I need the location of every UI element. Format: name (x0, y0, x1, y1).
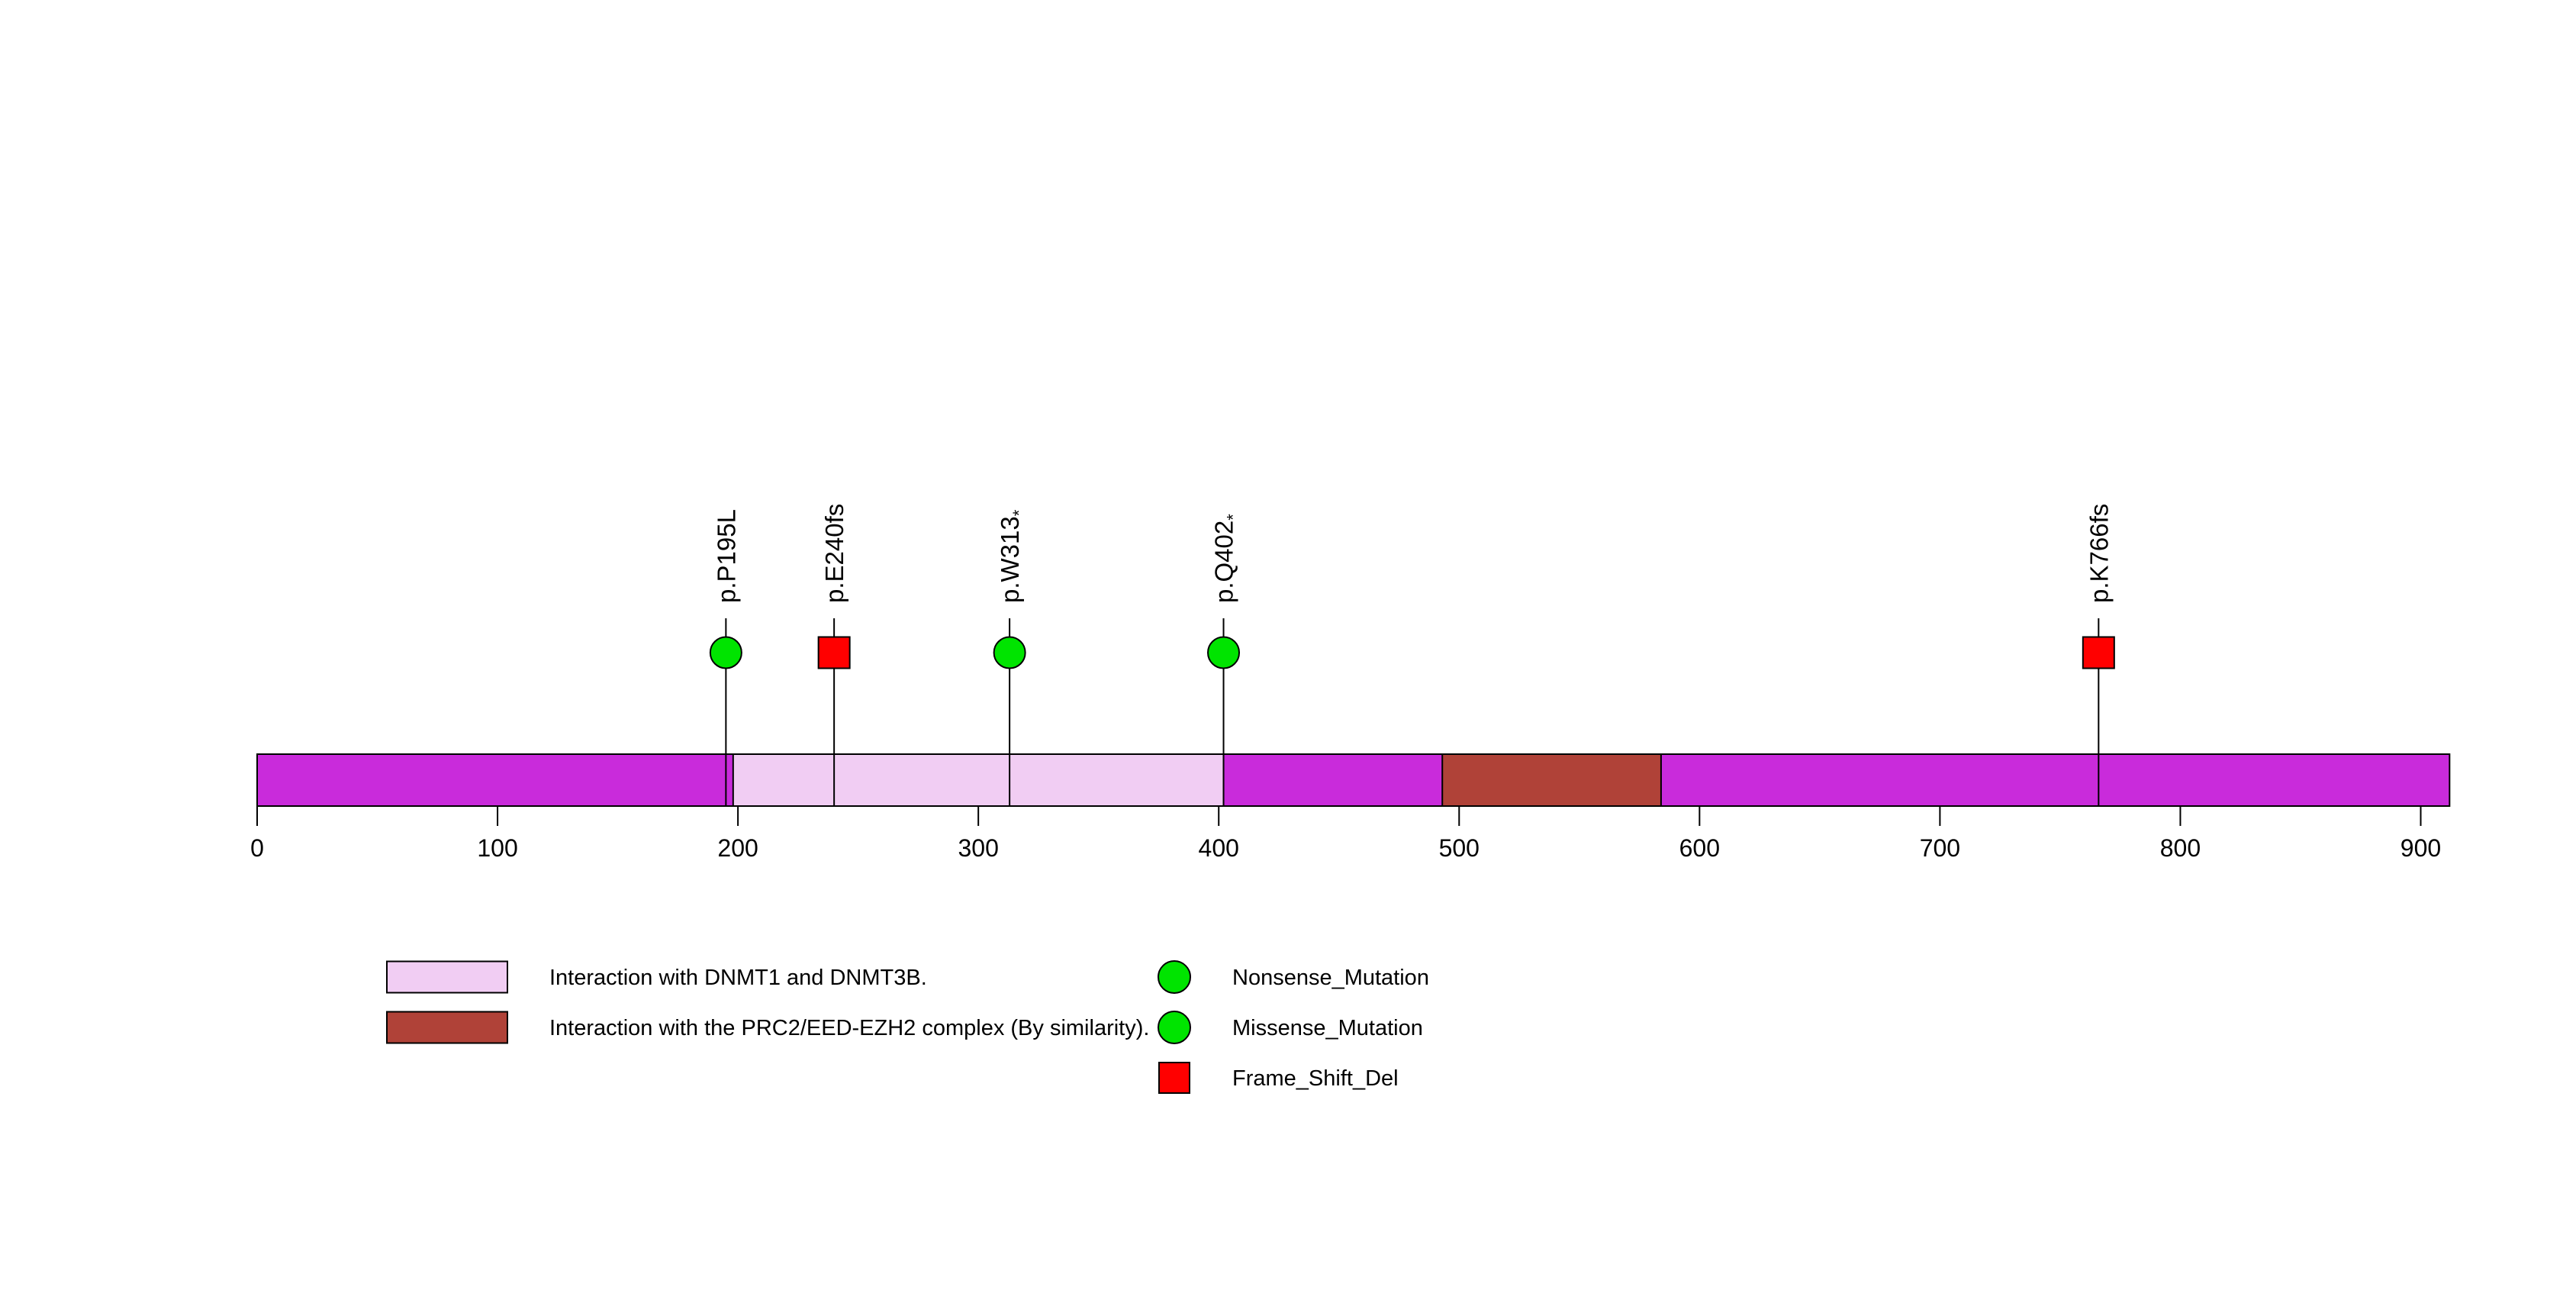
legend-mutation-label: Missense_Mutation (1232, 1016, 1423, 1040)
mutation-label: p.W313* (996, 509, 1029, 603)
legend-domain-label: Interaction with the PRC2/EED-EZH2 compl… (549, 1016, 1149, 1040)
axis-tick-label: 900 (2401, 834, 2441, 862)
legend-mutation-marker-circle (1158, 960, 1191, 994)
axis-tick-label: 0 (250, 834, 264, 862)
protein-backbone (256, 753, 2451, 807)
mutation-marker-circle (1207, 636, 1241, 669)
mutation-marker-circle (993, 636, 1026, 669)
axis-tick-label: 700 (1920, 834, 1960, 862)
mutation-marker-circle (709, 636, 742, 669)
legend-mutation-marker-square (1158, 1062, 1190, 1094)
domain-rect-1 (1441, 753, 1662, 807)
axis-tick-label: 800 (2160, 834, 2201, 862)
legend-domain-swatch (386, 960, 508, 994)
legend-domain-swatch (386, 1011, 508, 1044)
mutation-marker-square (2082, 636, 2115, 669)
mutation-marker-square (817, 636, 851, 669)
legend-domain-label: Interaction with DNMT1 and DNMT3B. (549, 966, 927, 990)
axis-tick-label: 200 (717, 834, 758, 862)
legend-mutation-label: Frame_Shift_Del (1232, 1066, 1399, 1091)
mutation-label: p.P195L (712, 509, 740, 603)
domain-rect-0 (732, 753, 1225, 807)
axis-tick-label: 600 (1679, 834, 1720, 862)
legend-mutation-label: Nonsense_Mutation (1232, 966, 1429, 990)
legend-mutation-marker-circle (1158, 1011, 1191, 1044)
mutation-label: p.Q402* (1210, 514, 1243, 603)
axis-tick-label: 400 (1199, 834, 1239, 862)
axis-tick-label: 500 (1439, 834, 1480, 862)
axis-tick-label: 300 (958, 834, 998, 862)
axis-tick-label: 100 (477, 834, 517, 862)
mutation-label: p.K766fs (2085, 504, 2113, 603)
mutation-label: p.E240fs (820, 504, 848, 603)
